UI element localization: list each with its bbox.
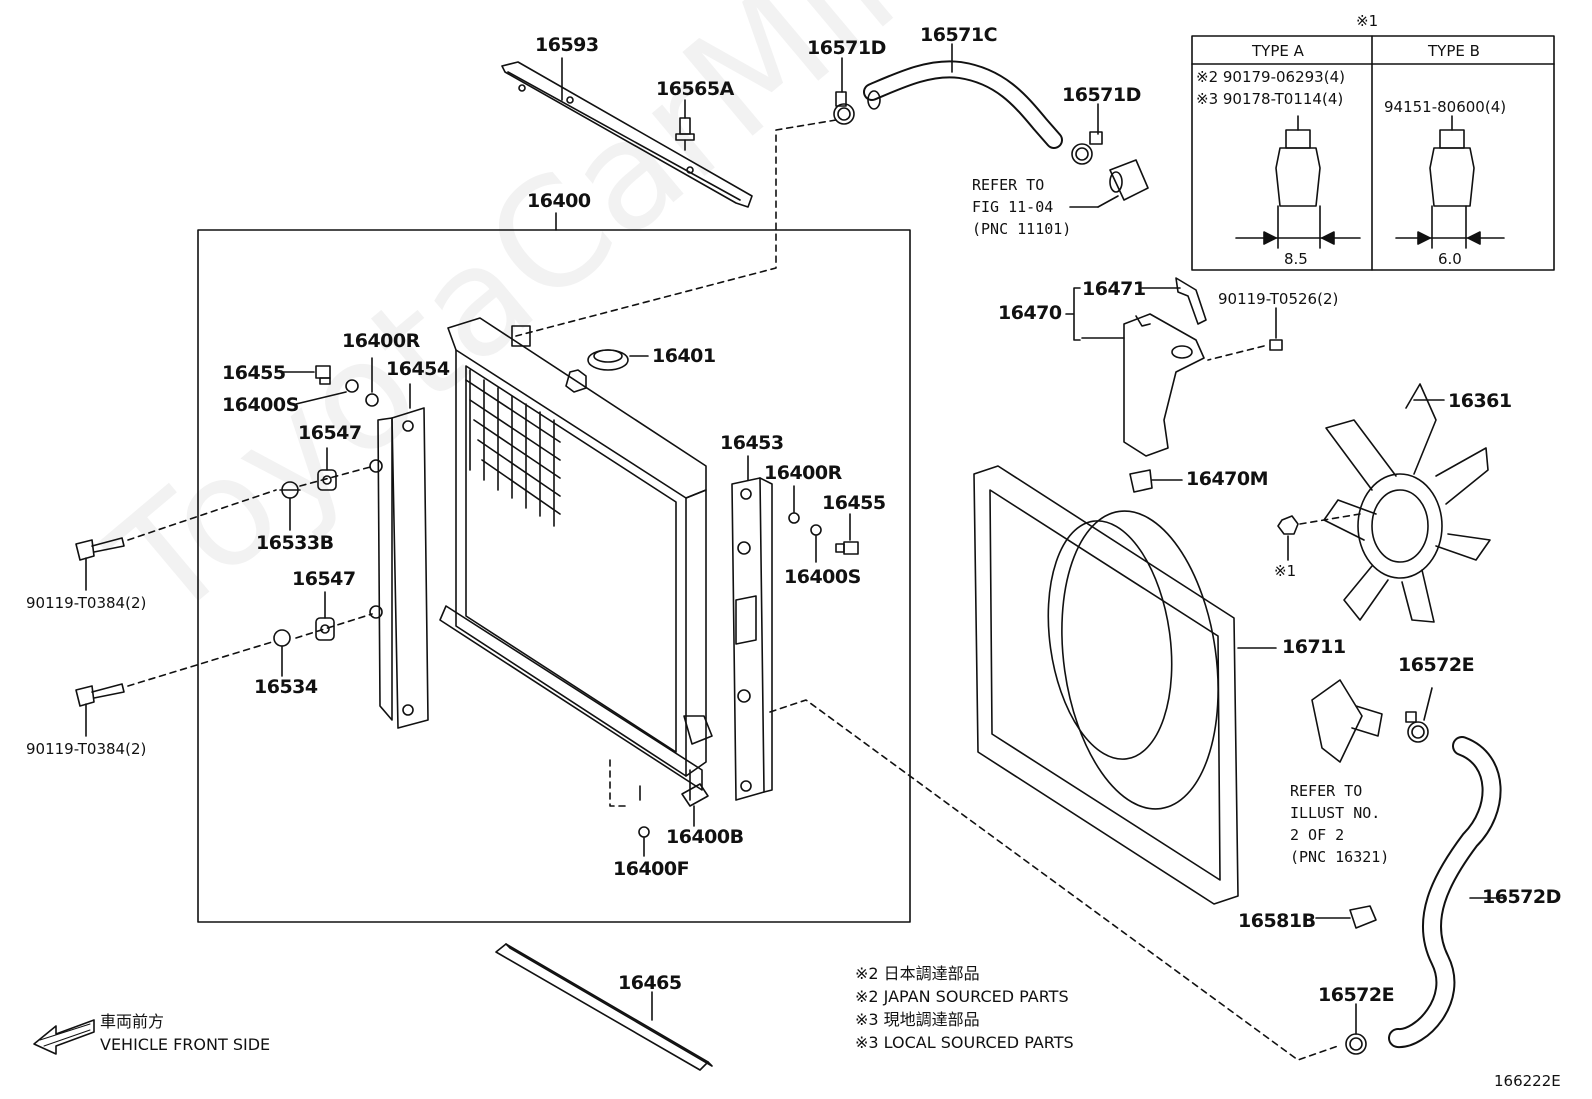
- hose-clamp-icon: [1071, 131, 1103, 165]
- seal-strip: [495, 943, 713, 1071]
- part-label-90119-t0384: 90119-T0384(2): [26, 740, 147, 758]
- type-a-header: TYPE A: [1252, 42, 1304, 60]
- part-label-16711: 16711: [1282, 636, 1346, 658]
- vehicle-front-en: VEHICLE FRONT SIDE: [100, 1035, 271, 1054]
- grommet-16547-icon: [315, 617, 335, 641]
- note-line: ※2 日本調達部品: [855, 964, 980, 983]
- figure-code: 166222E: [1494, 1072, 1561, 1090]
- part-label-90119-t0526: 90119-T0526(2): [1218, 290, 1339, 308]
- grommet-16534-icon: [273, 629, 291, 647]
- hose-clamp-icon: [833, 91, 855, 125]
- sourcing-notes: ※2 日本調達部品 ※2 JAPAN SOURCED PARTS ※3 現地調達…: [855, 962, 1074, 1054]
- part-label-16470m: 16470M: [1186, 468, 1269, 490]
- part-label-16470: 16470: [998, 302, 1062, 324]
- part-label-16453: 16453: [720, 432, 784, 454]
- part-label-16534: 16534: [254, 676, 318, 698]
- hose-clamp-icon: [1345, 1033, 1367, 1055]
- part-label-16572e: 16572E: [1398, 654, 1475, 676]
- bolt-90119-t0384-icon: [75, 683, 125, 707]
- note-line: ※3 LOCAL SOURCED PARTS: [855, 1033, 1074, 1052]
- vehicle-front-label: 車両前方 VEHICLE FRONT SIDE: [100, 1010, 270, 1056]
- type-table: [1191, 35, 1555, 271]
- part-label-16565a: 16565A: [656, 78, 734, 100]
- note-line: ※2 JAPAN SOURCED PARTS: [855, 987, 1069, 1006]
- part-label-16400r: 16400R: [764, 462, 842, 484]
- hose-clamp-icon: [1405, 711, 1429, 743]
- part-label-16361: 16361: [1448, 390, 1512, 412]
- part-label-16454: 16454: [386, 358, 450, 380]
- vehicle-front-jp: 車両前方: [100, 1012, 165, 1031]
- reservoir-tank: [1123, 277, 1207, 457]
- part-label-16400b: 16400B: [666, 826, 744, 848]
- part-label-16572d: 16572D: [1482, 886, 1561, 908]
- left-side-support: [369, 407, 429, 729]
- bolt-16455-icon: [315, 365, 331, 385]
- right-side-support: [731, 477, 773, 801]
- type-b-dimension: 6.0: [1438, 250, 1462, 268]
- washer-16400s-icon: [810, 524, 822, 536]
- drain-cock-icon: [681, 783, 709, 807]
- part-label-16471: 16471: [1082, 278, 1146, 300]
- part-label-16571c: 16571C: [920, 24, 998, 46]
- part-label-16400s: 16400S: [784, 566, 861, 588]
- upper-hose: [863, 60, 1063, 149]
- type-table-note-mark: ※1: [1356, 12, 1379, 30]
- part-label-90119-t0384: 90119-T0384(2): [26, 594, 147, 612]
- lower-hose: [1388, 736, 1502, 1048]
- type-a-part-2: ※3 90178-T0114(4): [1196, 90, 1344, 108]
- radiator-cap-icon: [587, 349, 629, 371]
- engine-pipe-icon: [1109, 159, 1149, 201]
- part-label-16571d: 16571D: [807, 37, 886, 59]
- radiator-core: [439, 317, 713, 801]
- nut-16400r-icon: [365, 393, 379, 407]
- type-b-header: TYPE B: [1428, 42, 1480, 60]
- part-label-16400s: 16400S: [222, 394, 299, 416]
- type-a-dimension: 8.5: [1284, 250, 1308, 268]
- water-inlet: [1311, 679, 1383, 763]
- part-label-16455: 16455: [822, 492, 886, 514]
- nut-16400r-icon: [788, 512, 800, 524]
- washer-16400s-icon: [345, 379, 359, 393]
- o-ring-icon: [638, 826, 650, 838]
- fan-shroud: [973, 465, 1239, 905]
- part-label-16533b: 16533B: [256, 532, 334, 554]
- cap-16470m-icon: [1129, 469, 1153, 493]
- type-a-part-1: ※2 90179-06293(4): [1196, 68, 1345, 86]
- bolt-90119-t0526-icon: [1269, 339, 1283, 351]
- part-label-16401: 16401: [652, 345, 716, 367]
- radiator-assembly-frame: [197, 229, 911, 923]
- bolt-16455-icon: [835, 541, 859, 555]
- part-label-16593: 16593: [535, 34, 599, 56]
- part-label-16400r: 16400R: [342, 330, 420, 352]
- part-label-16455: 16455: [222, 362, 286, 384]
- cooling-fan: [1323, 383, 1491, 623]
- part-label-16571d: 16571D: [1062, 84, 1141, 106]
- part-label-16400: 16400: [527, 190, 591, 212]
- radiator-support-bracket: [501, 61, 753, 208]
- part-label-16547: 16547: [298, 422, 362, 444]
- fan-nut-icon: [1277, 515, 1299, 535]
- note-line: ※3 現地調達部品: [855, 1010, 980, 1029]
- part-label-16465: 16465: [618, 972, 682, 994]
- vehicle-front-arrow-icon: [33, 1019, 95, 1055]
- part-label-16400f: 16400F: [613, 858, 690, 880]
- grommet-16533b-icon: [279, 481, 301, 499]
- part-label-16572e: 16572E: [1318, 984, 1395, 1006]
- bolt-16565a-icon: [675, 117, 695, 151]
- type-b-part: 94151-80600(4): [1384, 98, 1507, 116]
- part-label-16581b: 16581B: [1238, 910, 1316, 932]
- part-label-16547: 16547: [292, 568, 356, 590]
- bolt-90119-t0384-icon: [75, 537, 125, 561]
- hose-clamp-icon: [1349, 905, 1377, 929]
- part-label-note1: ※1: [1274, 562, 1297, 580]
